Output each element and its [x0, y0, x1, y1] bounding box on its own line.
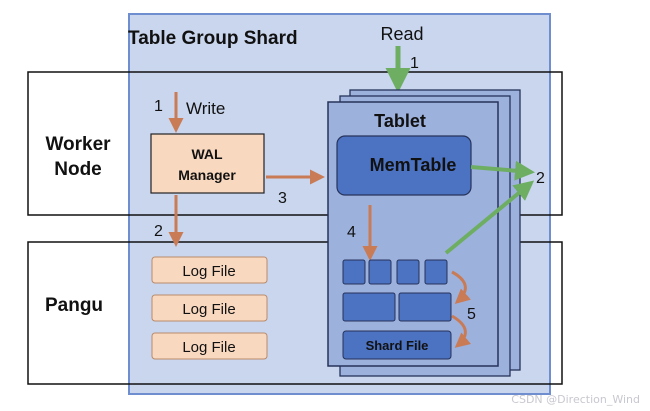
- read-step: 1: [410, 55, 419, 72]
- pangu-label: Pangu: [45, 295, 103, 316]
- compaction-arrow: [451, 270, 471, 305]
- tablet-title: Tablet: [374, 111, 426, 131]
- log-file-label: Log File: [182, 263, 235, 280]
- worker-node-label-line1: Worker: [45, 134, 111, 155]
- watermark: CSDN @Direction_Wind: [511, 393, 640, 406]
- wal-manager-box: [150, 133, 265, 194]
- file-block: [398, 292, 452, 322]
- read-label: Read: [380, 24, 423, 44]
- log-file-box: [151, 256, 268, 284]
- log-file-label: Log File: [182, 301, 235, 318]
- worker-node-zone: [27, 71, 563, 216]
- write-step: 1: [154, 98, 163, 115]
- step-5: 5: [467, 306, 476, 323]
- step-2-log: 2: [154, 223, 163, 240]
- file-block: [342, 292, 396, 322]
- file-block: [424, 259, 448, 285]
- log-file-box: [151, 332, 268, 360]
- memtable-read-arrow: [470, 160, 535, 181]
- shardfile-read-arrow: [444, 180, 535, 255]
- wal-label-line1: WAL: [191, 146, 223, 162]
- write-label: Write: [186, 99, 225, 118]
- log-file-box: [151, 294, 268, 322]
- memtable-box: [336, 135, 472, 196]
- shard-title: Table Group Shard: [128, 28, 298, 49]
- worker-node-label-line2: Node: [54, 159, 102, 180]
- pangu-zone: [27, 241, 563, 385]
- file-block: [396, 259, 420, 285]
- memtable-label: MemTable: [370, 155, 457, 175]
- shard-file-box: [342, 330, 452, 360]
- file-block: [342, 259, 366, 285]
- compaction-arrow: [451, 314, 472, 348]
- step-3: 3: [278, 190, 287, 207]
- step-2-read: 2: [536, 170, 545, 187]
- step-4: 4: [347, 224, 356, 241]
- wal-label-line2: Manager: [178, 167, 236, 183]
- log-file-label: Log File: [182, 339, 235, 356]
- shard-file-label: Shard File: [366, 338, 429, 353]
- file-block: [368, 259, 392, 285]
